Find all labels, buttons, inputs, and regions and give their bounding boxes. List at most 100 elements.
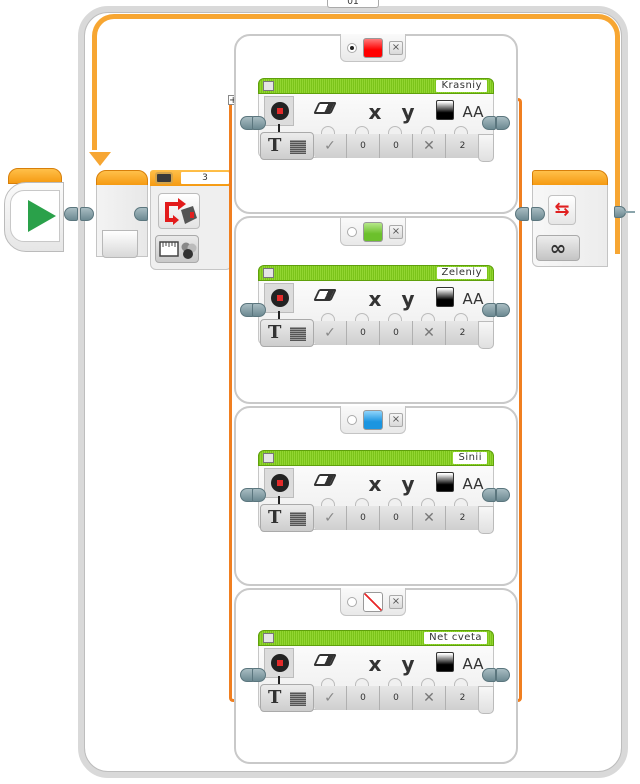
clear-screen-value[interactable]: ✓: [314, 321, 347, 345]
remove-case-button[interactable]: ×: [389, 595, 403, 609]
play-icon[interactable]: [28, 200, 56, 232]
loop-name-label[interactable]: 01: [327, 0, 379, 8]
display-text-field[interactable]: Net cveta: [424, 632, 487, 644]
loop-output-plug[interactable]: [134, 207, 148, 221]
start-output-plug[interactable]: [64, 207, 78, 221]
display-input-plug[interactable]: [252, 116, 266, 130]
case-output-plug[interactable]: [496, 488, 510, 502]
color-value-input[interactable]: ✕: [413, 686, 446, 710]
loop-input-plug[interactable]: [80, 207, 94, 221]
display-port-selector[interactable]: [264, 648, 294, 678]
brick-display-icon: [271, 289, 289, 307]
case-output-plug[interactable]: [496, 116, 510, 130]
text-color-icon: [436, 472, 454, 492]
loop-end-input-plug[interactable]: [531, 207, 545, 221]
display-output-plug[interactable]: [482, 116, 496, 130]
font-value-input[interactable]: 2: [459, 513, 466, 523]
display-block-header: Krasniy: [258, 78, 494, 94]
font-value-input[interactable]: 2: [459, 693, 466, 703]
text-grid-mode-selector[interactable]: T: [260, 319, 314, 347]
color-value-input[interactable]: ✕: [413, 506, 446, 530]
text-icon: T: [268, 507, 282, 528]
font-size-icon: AA: [462, 103, 484, 121]
color-swatch-green[interactable]: [363, 222, 383, 242]
loop-start-cap: [96, 170, 148, 186]
loop-sequence-wire: [92, 14, 620, 254]
x-value-input[interactable]: 0: [347, 321, 380, 345]
case-tab[interactable]: ×: [340, 218, 406, 246]
default-case-radio[interactable]: [347, 43, 357, 53]
x-icon: x: [368, 652, 382, 676]
text-grid-mode-selector[interactable]: T: [260, 132, 314, 160]
brick-display-icon: [271, 474, 289, 492]
loop-arrows-icon[interactable]: ⇆: [548, 195, 576, 225]
y-value-input[interactable]: 0: [380, 686, 413, 710]
remove-case-button[interactable]: ×: [389, 413, 403, 427]
color-swatch-none[interactable]: [363, 592, 383, 612]
y-value-input[interactable]: 0: [380, 321, 413, 345]
font-size-icon: AA: [462, 475, 484, 493]
display-text-field[interactable]: Sinii: [453, 452, 487, 464]
display-input-plug[interactable]: [252, 668, 266, 682]
font-value-input[interactable]: 2: [459, 328, 466, 338]
display-block[interactable]: Sinii T x y AA ✓ 0 0 ✕ 2: [258, 450, 494, 544]
display-output-plug[interactable]: [482, 488, 496, 502]
grid-icon: [290, 140, 306, 154]
x-icon: x: [368, 287, 382, 311]
display-text-field[interactable]: Zeleniy: [436, 267, 487, 279]
default-case-radio[interactable]: [347, 227, 357, 237]
x-value-input[interactable]: 0: [347, 506, 380, 530]
y-value-input[interactable]: 0: [380, 506, 413, 530]
display-port-selector[interactable]: [264, 96, 294, 126]
clear-screen-value[interactable]: ✓: [314, 506, 347, 530]
parameter-row: ✓ 0 0 ✕ 2: [314, 506, 478, 530]
clear-screen-value[interactable]: ✓: [314, 686, 347, 710]
display-output-plug[interactable]: [482, 303, 496, 317]
text-grid-mode-selector[interactable]: T: [260, 684, 314, 712]
infinity-icon[interactable]: ∞: [536, 235, 580, 261]
display-block-header: Net cveta: [258, 630, 494, 646]
loop-block-inner-border: [84, 12, 622, 772]
case-output-plug[interactable]: [496, 303, 510, 317]
color-sensor-icon[interactable]: [158, 193, 200, 229]
x-icon: x: [368, 100, 382, 124]
y-icon: y: [401, 472, 415, 496]
display-port-selector[interactable]: [264, 283, 294, 313]
x-value-input[interactable]: 0: [347, 686, 380, 710]
case-tab[interactable]: ×: [340, 34, 406, 62]
color-swatch-blue[interactable]: [363, 410, 383, 430]
text-grid-mode-selector[interactable]: T: [260, 504, 314, 532]
display-output-plug[interactable]: [482, 668, 496, 682]
y-value-input[interactable]: 0: [380, 134, 413, 158]
font-value-input[interactable]: 2: [459, 141, 466, 151]
display-text-field[interactable]: Krasniy: [436, 80, 487, 92]
switch-output-plug[interactable]: [515, 207, 529, 221]
switch-port-selector[interactable]: 3: [181, 172, 229, 184]
case-tab[interactable]: ×: [340, 406, 406, 434]
case-output-plug[interactable]: [496, 668, 510, 682]
measure-color-icon[interactable]: [155, 235, 199, 263]
display-block[interactable]: Zeleniy T x y AA ✓ 0 0 ✕ 2: [258, 265, 494, 359]
font-size-icon: AA: [462, 290, 484, 308]
display-block[interactable]: Net cveta T x y AA ✓ 0 0 ✕ 2: [258, 630, 494, 724]
x-icon: x: [368, 472, 382, 496]
display-block[interactable]: Krasniy T x y AA ✓ 0 0 ✕ 2: [258, 78, 494, 172]
color-swatch-red[interactable]: [363, 38, 383, 58]
clear-screen-value[interactable]: ✓: [314, 134, 347, 158]
text-color-icon: [436, 652, 454, 672]
loop-block-frame[interactable]: [78, 6, 628, 778]
default-case-radio[interactable]: [347, 415, 357, 425]
port-icon: [155, 172, 173, 184]
color-value-input[interactable]: ✕: [413, 134, 446, 158]
grid-icon: [290, 692, 306, 706]
display-port-selector[interactable]: [264, 468, 294, 498]
loop-end-cap: [532, 170, 608, 186]
color-value-input[interactable]: ✕: [413, 321, 446, 345]
x-value-input[interactable]: 0: [347, 134, 380, 158]
display-input-plug[interactable]: [252, 303, 266, 317]
remove-case-button[interactable]: ×: [389, 225, 403, 239]
default-case-radio[interactable]: [347, 597, 357, 607]
display-input-plug[interactable]: [252, 488, 266, 502]
case-tab[interactable]: ×: [340, 588, 406, 616]
remove-case-button[interactable]: ×: [389, 41, 403, 55]
